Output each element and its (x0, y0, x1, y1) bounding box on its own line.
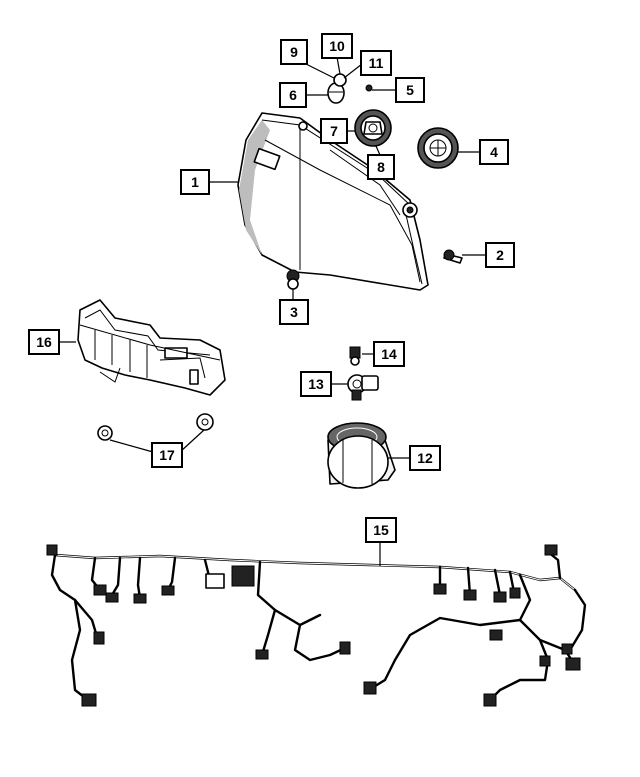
fog-bulb (347, 374, 379, 401)
callout-14: 14 (373, 341, 405, 367)
callout-10: 10 (321, 33, 353, 59)
svg-text:8: 8 (377, 159, 385, 175)
svg-text:13: 13 (308, 376, 324, 392)
svg-text:12: 12 (417, 450, 433, 466)
callout-4: 4 (479, 139, 509, 165)
callout-1: 1 (180, 169, 210, 195)
callout-2: 2 (485, 242, 515, 268)
callout-16: 16 (28, 329, 60, 355)
svg-text:11: 11 (369, 55, 384, 71)
svg-text:7: 7 (330, 123, 338, 139)
svg-text:4: 4 (490, 144, 498, 160)
svg-text:2: 2 (496, 247, 504, 263)
callout-3: 3 (279, 299, 309, 325)
svg-text:5: 5 (406, 82, 414, 98)
svg-text:6: 6 (289, 87, 297, 103)
bulb-assembly (354, 109, 392, 147)
callout-13: 13 (300, 371, 332, 397)
callout-6: 6 (279, 82, 307, 108)
svg-text:14: 14 (381, 346, 397, 362)
headlamp-housing (237, 112, 429, 291)
callout-15: 15 (365, 517, 397, 543)
nut (286, 269, 300, 290)
callout-5: 5 (395, 77, 425, 103)
headlamp-bracket (77, 299, 226, 396)
callout-9: 9 (280, 39, 308, 65)
dust-cap (417, 127, 459, 169)
svg-text:17: 17 (159, 447, 175, 463)
svg-text:16: 16 (36, 334, 52, 350)
svg-text:9: 9 (290, 44, 298, 60)
screw (443, 249, 463, 264)
svg-text:10: 10 (329, 38, 345, 54)
callout-11: 11 (360, 50, 392, 76)
svg-text:15: 15 (373, 522, 389, 538)
callout-7: 7 (320, 118, 348, 144)
svg-text:1: 1 (191, 174, 199, 190)
callout-12: 12 (409, 445, 441, 471)
small-clip (365, 84, 373, 92)
callout-17: 17 (151, 442, 183, 468)
fog-lamp (327, 422, 396, 489)
callout-8: 8 (367, 154, 395, 180)
svg-text:3: 3 (290, 304, 298, 320)
bulb-socket (327, 73, 347, 104)
small-bulb (349, 346, 361, 366)
wiring-harness (46, 544, 587, 707)
bracket-nuts (97, 413, 214, 441)
